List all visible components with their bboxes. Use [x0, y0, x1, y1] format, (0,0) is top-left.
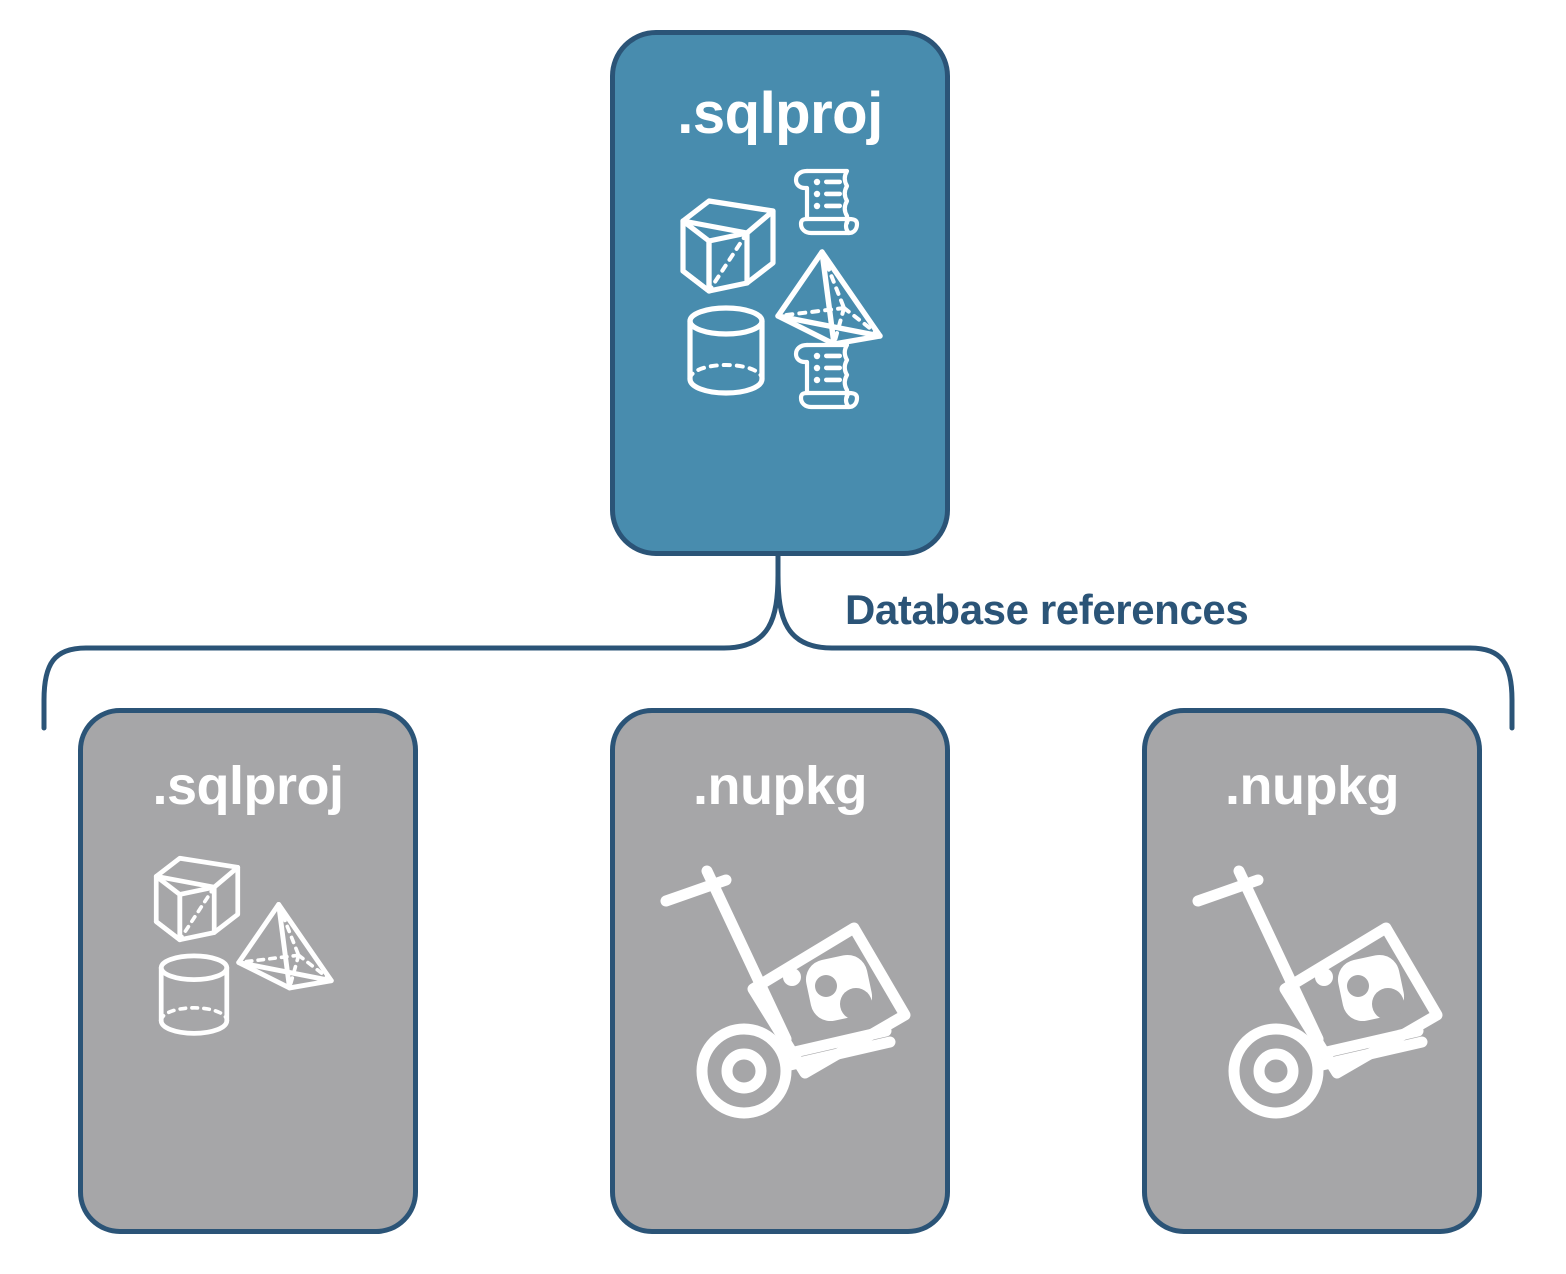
- card-title: .nupkg: [1225, 756, 1399, 816]
- cube-icon: [153, 855, 241, 943]
- card-nupkg-second[interactable]: .nupkg: [1142, 708, 1482, 1234]
- cylinder-icon: [687, 305, 765, 396]
- card-title: .sqlproj: [152, 756, 344, 816]
- sqlproj-icon-cluster: [143, 841, 353, 1071]
- cylinder-icon: [158, 953, 230, 1036]
- nupkg-icon-cluster: [1172, 849, 1452, 1129]
- card-nupkg-first[interactable]: .nupkg: [610, 708, 950, 1234]
- hand-truck-package-icon: [1192, 865, 1443, 1119]
- nupkg-icon-cluster: [640, 849, 920, 1129]
- card-title: .nupkg: [693, 756, 867, 816]
- sqlproj-icon-cluster: [675, 161, 885, 421]
- scroll-icon: [793, 168, 860, 236]
- database-references-label: Database references: [845, 586, 1249, 633]
- pyramid-icon: [236, 901, 334, 991]
- cube-icon: [680, 198, 776, 294]
- connector-brace: [41, 572, 781, 731]
- hand-truck-package-icon: [660, 865, 911, 1119]
- card-sqlproj-reference[interactable]: .sqlproj: [78, 708, 418, 1234]
- card-sqlproj-parent[interactable]: .sqlproj: [610, 30, 950, 556]
- card-title: .sqlproj: [677, 81, 883, 146]
- scroll-icon: [793, 342, 860, 410]
